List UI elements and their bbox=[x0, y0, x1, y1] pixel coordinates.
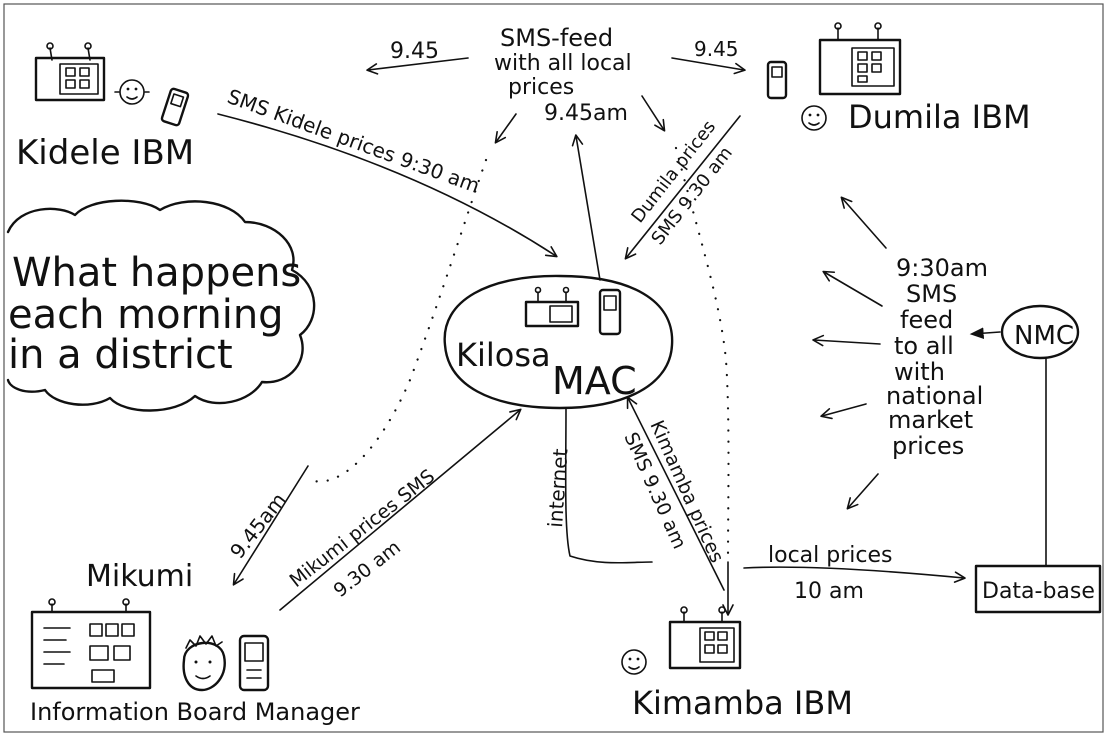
nmc-feed-line-5: with bbox=[894, 358, 945, 386]
kilosa-mac-node: Kilosa MAC bbox=[443, 274, 674, 410]
local-prices-line-2: 10 am bbox=[794, 579, 864, 604]
nmc-feed-line-3: feed bbox=[900, 306, 953, 334]
nmc-feed-line-4: to all bbox=[894, 332, 954, 360]
kidele-ibm-node: Kidele IBM bbox=[16, 42, 194, 173]
mac-label: MAC bbox=[552, 359, 637, 403]
sms-feed-line-2: with all local bbox=[494, 51, 632, 76]
time-label-right: 9.45 bbox=[694, 37, 739, 61]
arrow-kimamba-to-database bbox=[743, 566, 966, 583]
arrow-kimamba-to-mac bbox=[626, 396, 725, 591]
arrow-feed-down-left bbox=[494, 113, 517, 144]
arrow-dumila-to-mac bbox=[624, 115, 741, 260]
mikumi-node: Mikumi bbox=[30, 559, 360, 726]
local-prices-line-1: local prices bbox=[768, 543, 892, 568]
arrow-nmc-feed-3 bbox=[812, 334, 881, 347]
time-label-left: 9.45 bbox=[390, 39, 439, 64]
nmc-label: NMC bbox=[1014, 321, 1074, 351]
kilosa-label: Kilosa bbox=[456, 336, 551, 374]
mobile-phone-icon bbox=[766, 60, 788, 100]
arrow-feed-to-dumila bbox=[671, 57, 746, 75]
mobile-phone-icon bbox=[238, 634, 270, 692]
mobile-phone-icon bbox=[160, 87, 190, 127]
cloud-line-1: What happens bbox=[12, 250, 301, 296]
arrow-mikumi-to-mac bbox=[279, 408, 522, 611]
nmc-feed-line-8: prices bbox=[892, 432, 964, 460]
arrow-feed-to-mikumi bbox=[232, 465, 309, 586]
nmc-feed-label: 9:30am SMS feed to all with national mar… bbox=[886, 254, 988, 460]
dotted-broadcast-to-mikumi bbox=[308, 158, 488, 483]
nmc-feed-line-2: SMS bbox=[906, 280, 957, 308]
arrow-feed-to-kidele bbox=[366, 57, 469, 75]
info-board-icon bbox=[34, 42, 106, 102]
dumila-ibm-node: Dumila IBM bbox=[766, 22, 1031, 136]
info-board-icon bbox=[668, 606, 742, 670]
nmc-feed-line-7: market bbox=[888, 406, 973, 434]
info-board-icon bbox=[818, 22, 902, 96]
nmc-feed-line-1: 9:30am bbox=[896, 254, 988, 282]
mikumi-label: Mikumi bbox=[86, 559, 193, 594]
arrow-nmc-feed-2 bbox=[822, 270, 883, 307]
database-label: Data-base bbox=[982, 579, 1095, 604]
person-face-icon bbox=[182, 635, 226, 692]
dumila-ibm-label: Dumila IBM bbox=[848, 98, 1031, 136]
info-board-icon bbox=[30, 598, 152, 690]
arrow-mac-to-feed bbox=[571, 134, 601, 281]
info-board-icon bbox=[524, 286, 580, 328]
sms-feed-line-1: SMS-feed bbox=[500, 24, 613, 52]
nmc-feed-line-6: national bbox=[886, 382, 983, 410]
arrow-feed-down-right bbox=[641, 95, 666, 132]
kidele-ibm-label: Kidele IBM bbox=[16, 133, 194, 173]
person-face-icon bbox=[801, 105, 827, 131]
internet-connection-line bbox=[564, 407, 653, 564]
arrow-nmc-to-feed bbox=[969, 327, 1001, 339]
nmc-node: NMC bbox=[1000, 304, 1080, 360]
frame-border bbox=[3, 3, 1104, 733]
sms-feed-line-3: prices bbox=[508, 75, 574, 100]
info-board-manager-label: Information Board Manager bbox=[30, 698, 360, 726]
person-face-icon bbox=[621, 649, 647, 675]
thought-cloud: What happens each morning in a district bbox=[6, 199, 316, 412]
sms-feed-label: SMS-feed with all local prices 9.45am bbox=[494, 24, 632, 126]
mobile-phone-icon bbox=[598, 288, 622, 336]
cloud-line-2: each morning bbox=[8, 292, 284, 338]
arrow-nmc-feed-4 bbox=[820, 403, 867, 420]
kimamba-ibm-label: Kimamba IBM bbox=[632, 684, 853, 722]
cloud-line-3: in a district bbox=[8, 332, 233, 378]
database-node: Data-base bbox=[974, 564, 1102, 614]
arrow-nmc-feed-5 bbox=[846, 473, 879, 510]
person-face-icon bbox=[114, 79, 150, 105]
arrow-kidele-to-mac bbox=[217, 113, 558, 258]
kimamba-ibm-node: Kimamba IBM bbox=[621, 606, 853, 722]
sms-kidele-label: SMS Kidele prices 9:30 am bbox=[224, 84, 483, 198]
internet-label: internet bbox=[543, 448, 572, 529]
mikumi-time-label: 9.45am bbox=[225, 488, 291, 563]
sms-feed-time: 9.45am bbox=[544, 101, 628, 126]
arrow-nmc-feed-1 bbox=[840, 196, 887, 249]
